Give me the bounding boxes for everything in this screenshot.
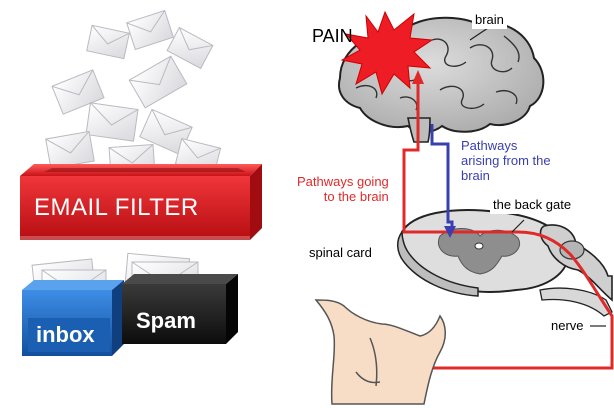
brain-label: brain	[472, 12, 507, 29]
pathways-to-brain-line-2: to the brain	[297, 190, 389, 205]
pathways-to-brain-line-1: Pathways going	[297, 175, 389, 190]
pathways-from-brain-line-1: Pathways	[461, 139, 551, 154]
email-filter-illustration	[20, 11, 262, 356]
spinal-card-label: spinal card	[306, 245, 375, 262]
descending-pathway-line	[432, 124, 452, 226]
pathways-from-brain-label: Pathways arising from the brain	[458, 138, 554, 185]
envelope-icons	[46, 11, 221, 176]
email-filter-label: EMAIL FILTER	[34, 194, 199, 222]
pathways-from-brain-line-2: arising from the	[461, 154, 551, 169]
hand-sketch	[316, 300, 445, 404]
spinal-cord-cross-section	[398, 210, 612, 316]
spam-label: Spam	[136, 308, 196, 333]
pathways-to-brain-label: Pathways going to the brain	[294, 174, 392, 206]
pain-label: PAIN	[312, 26, 353, 47]
pathways-from-brain-line-3: brain	[461, 169, 551, 184]
inbox-label: inbox	[36, 322, 95, 347]
nerve-label: nerve	[548, 318, 587, 335]
back-gate-label: the back gate	[490, 197, 574, 214]
